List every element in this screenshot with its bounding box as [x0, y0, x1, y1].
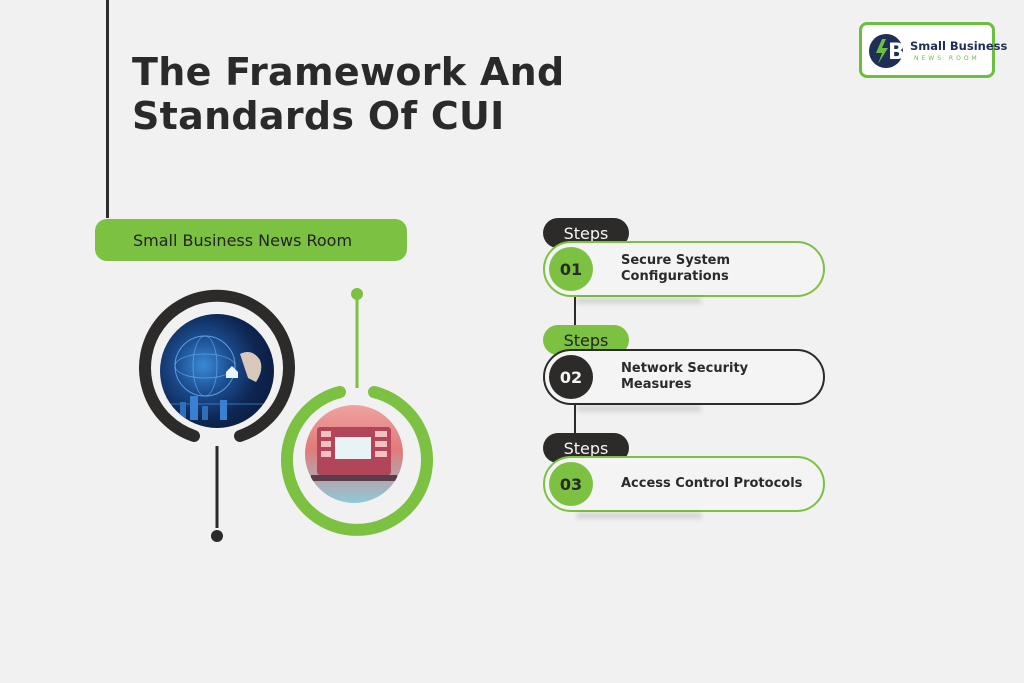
green-ring-frame	[281, 288, 433, 536]
vertical-divider-line	[106, 0, 109, 218]
logo-mark-letter: B	[888, 40, 904, 65]
step-2-shadow	[576, 406, 702, 414]
lightning-b-logo-icon: B	[869, 34, 904, 68]
brand-name-label: Small Business News Room	[133, 230, 353, 250]
step-2-label: Network Security Measures	[621, 360, 749, 392]
step-2-number-badge: 02	[549, 355, 593, 399]
step-3-label: Access Control Protocols	[621, 475, 803, 491]
brand-logo: B Small Business NEWS ROOM	[859, 22, 1007, 78]
step-2-tab-label: Steps	[563, 330, 609, 350]
logo-text-secondary: NEWS ROOM	[914, 55, 980, 62]
step-1-label: Secure System Configurations	[621, 252, 731, 284]
step-3-card: 03 Access Control Protocols	[543, 456, 825, 512]
technology-globe-image	[160, 314, 274, 428]
step-3-shadow	[576, 513, 702, 521]
step-1-tab-label: Steps	[563, 223, 609, 243]
step-2-number: 02	[559, 367, 583, 387]
step-1-number-badge: 01	[549, 247, 593, 291]
step-3-number: 03	[559, 474, 583, 494]
dark-ring-frame	[139, 289, 295, 542]
step-1-shadow	[576, 298, 702, 306]
brand-name-pill: Small Business News Room	[95, 219, 407, 261]
step-3-number-badge: 03	[549, 462, 593, 506]
step-3-tab-label: Steps	[563, 438, 609, 458]
step-2-card: 02 Network Security Measures	[543, 349, 825, 405]
step-1-number: 01	[559, 259, 583, 279]
logo-text-primary: Small Business	[910, 39, 1008, 53]
laptop-screen-image	[305, 405, 403, 503]
step-1-card: 01 Secure System Configurations	[543, 241, 825, 297]
page-title: The Framework And Standards Of CUI	[132, 50, 565, 138]
